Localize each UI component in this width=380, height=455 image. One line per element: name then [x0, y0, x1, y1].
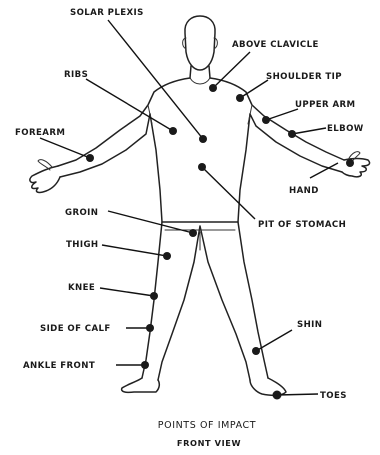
impact-dot-forearm: [86, 154, 94, 162]
impact-dot-solar-plexis: [199, 135, 207, 143]
figure-head: [185, 16, 215, 70]
figure-collar: [190, 78, 210, 84]
label-ankle-front: ANKLE FRONT: [23, 361, 95, 371]
label-shin: SHIN: [297, 320, 322, 330]
figure-sleeve-right: [248, 105, 252, 124]
impact-dot-shin: [252, 347, 260, 355]
label-elbow: ELBOW: [327, 124, 364, 134]
label-shoulder-tip: SHOULDER TIP: [266, 72, 342, 82]
point-labels: SOLAR PLEXIS ABOVE CLAVICLE RIBS SHOULDE…: [15, 8, 364, 401]
figure-hand-left: [30, 166, 60, 192]
figure-hand-right: [342, 159, 370, 177]
label-upper-arm: UPPER ARM: [295, 100, 355, 110]
impact-dot-pit-of-stomach: [198, 163, 206, 171]
leader-forearm: [40, 138, 90, 158]
label-groin: GROIN: [65, 208, 98, 218]
leader-pit-of-stomach: [202, 167, 255, 219]
impact-dot-shoulder-tip: [236, 94, 244, 102]
impact-dot-thigh: [163, 252, 171, 260]
impact-dot-upper-arm: [262, 116, 270, 124]
label-hand: HAND: [289, 186, 319, 196]
label-toes: TOES: [320, 391, 347, 401]
impact-dot-ankle-front: [141, 361, 149, 369]
figure-legs: [142, 222, 268, 380]
leader-shin: [256, 330, 292, 351]
leader-thigh: [102, 245, 167, 256]
impact-dot-above-clavicle: [209, 84, 217, 92]
label-above-clavicle: ABOVE CLAVICLE: [232, 40, 319, 50]
impact-points: [86, 84, 354, 400]
impact-dot-hand: [346, 159, 354, 167]
figure-foot-left: [122, 378, 160, 392]
impact-dot-elbow: [288, 130, 296, 138]
label-side-of-calf: SIDE OF CALF: [40, 324, 111, 334]
leader-upper-arm: [266, 109, 298, 120]
label-solar-plexis: SOLAR PLEXIS: [70, 8, 144, 18]
leader-elbow: [292, 128, 326, 134]
label-pit-of-stomach: PIT OF STOMACH: [258, 220, 346, 230]
impact-dot-side-of-calf: [146, 324, 154, 332]
label-forearm: FOREARM: [15, 128, 65, 138]
label-knee: KNEE: [68, 283, 95, 293]
impact-dot-toes: [273, 391, 282, 400]
caption: POINTS OF IMPACT FRONT VIEW: [158, 420, 256, 448]
impact-dot-ribs: [169, 127, 177, 135]
label-thigh: THIGH: [66, 240, 99, 250]
impact-dot-groin: [189, 229, 197, 237]
leader-shoulder-tip: [240, 80, 268, 98]
impact-dot-knee: [150, 292, 158, 300]
leader-knee: [100, 288, 154, 296]
label-ribs: RIBS: [64, 70, 88, 80]
leader-above-clavicle: [213, 52, 250, 88]
leader-toes: [277, 394, 318, 395]
leader-hand: [310, 163, 338, 178]
caption-subtitle: FRONT VIEW: [177, 438, 241, 448]
caption-title: POINTS OF IMPACT: [158, 420, 256, 431]
